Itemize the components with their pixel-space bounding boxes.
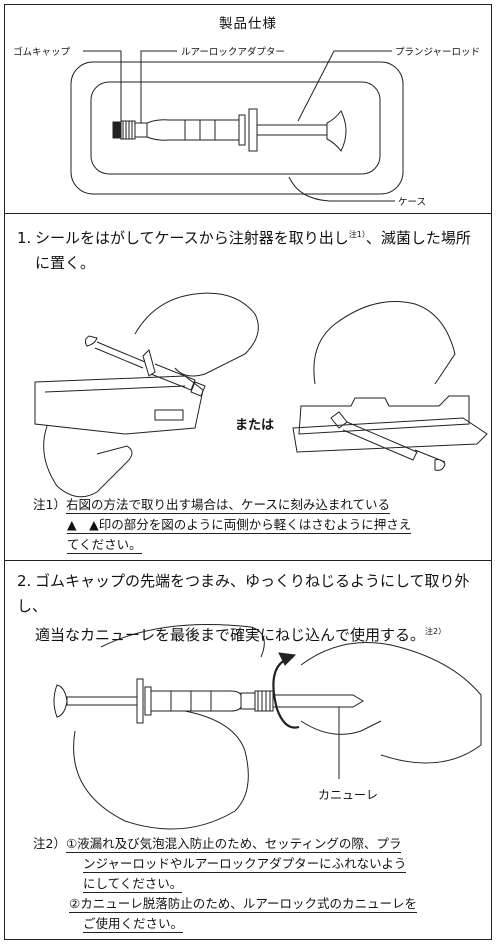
step1-note-ref: 注1） (348, 230, 366, 239)
step2-cannula (273, 694, 364, 708)
note1-label: 注1） (33, 497, 66, 512)
step2-number: 2. (17, 572, 32, 590)
step2-left-fingers (100, 624, 265, 658)
note2a-line1: ①液漏れ及び気泡混入防止のため、セッティングの際、プラ (65, 836, 402, 853)
barrel (146, 119, 240, 141)
note2b-line2: ご使用ください。 (83, 916, 184, 933)
luer-adapter-body (134, 122, 148, 138)
note1-line3: てください。 (67, 537, 142, 554)
note1: 注1）右図の方法で取り出す場合は、ケースに刻み込まれている ▲ ▲印の部分を図の… (33, 495, 485, 555)
step2-right-hand (300, 642, 482, 764)
label-luer-lock-adapter: ルアーロックアダプター (181, 47, 285, 58)
step2-note-ref: 注2） (425, 627, 447, 636)
plunger-shaft (256, 124, 328, 136)
left-upper-hand (134, 292, 259, 377)
step1-panel: 1.シールをはがしてケースから注射器を取り出し注1）、滅菌した場所 に置く。 (5, 214, 491, 561)
cap-tip (112, 121, 122, 139)
right-hand (313, 301, 456, 385)
label-plunger-rod: プランジャーロッド (395, 47, 481, 58)
leader-case (288, 176, 395, 202)
case-outer (70, 61, 404, 195)
note2b-line1: ②カニューレ脱落防止のため、ルアーロック式のカニューレを (69, 896, 417, 913)
leader-luer-adapter (140, 50, 177, 123)
rotation-arrow (272, 655, 300, 729)
step1-number: 1. (17, 229, 32, 247)
spec-title: 製品仕様 (219, 16, 277, 32)
step1-instruction: 1.シールをはがしてケースから注射器を取り出し注1）、滅菌した場所 に置く。 (17, 222, 481, 276)
note2: 注2）①液漏れ及び気泡混入防止のため、セッティングの際、プラ ンジャーロッドやル… (33, 834, 487, 934)
instruction-sheet: 製品仕様 ゴムキャップ ル (4, 4, 492, 940)
finger-flange (248, 108, 258, 152)
label-rubber-cap: ゴムキャップ (13, 47, 71, 58)
note1-line2: ▲ ▲印の部分を図のように両側から軽くはさむように押さえ (67, 517, 412, 534)
flange-front (238, 114, 246, 146)
step2-instruction: 2.ゴムキャップの先端をつまみ、ゆっくりねじるようにして取り外し、 適当なカニュ… (17, 569, 481, 648)
label-case: ケース (398, 197, 427, 208)
case-inner (90, 81, 381, 175)
note2a-line2: ンジャーロッドやルアーロックアダプターにふれないよう (83, 856, 407, 873)
left-syringe (84, 335, 206, 397)
step2-syringe (53, 678, 364, 724)
step2-panel: 2.ゴムキャップの先端をつまみ、ゆっくりねじるようにして取り外し、 適当なカニュ… (5, 561, 491, 941)
left-lower-hand (43, 425, 133, 498)
note2-label: 注2） (33, 836, 66, 851)
right-case (292, 395, 488, 453)
rotation-arrow-head (278, 652, 297, 666)
step1-illustration (34, 292, 488, 498)
step2-left-hand (73, 710, 249, 830)
label-cannula: カニューレ (318, 788, 379, 802)
note2a-line3: にしてください。 (83, 876, 183, 893)
leader-plunger-rod (297, 50, 392, 122)
or-label: または (235, 418, 275, 433)
leader-rubber-cap (83, 50, 122, 121)
right-syringe (330, 411, 446, 471)
syringe-in-case-diagram (70, 50, 404, 202)
note1-line1: 右図の方法で取り出す場合は、ケースに刻み込まれている (65, 497, 390, 514)
step2-right-fingers (300, 720, 382, 735)
spec-panel: 製品仕様 ゴムキャップ ル (5, 5, 491, 214)
plunger-thumb (326, 110, 347, 152)
step2-illustration (53, 624, 482, 830)
syringe-drawing (112, 108, 347, 152)
